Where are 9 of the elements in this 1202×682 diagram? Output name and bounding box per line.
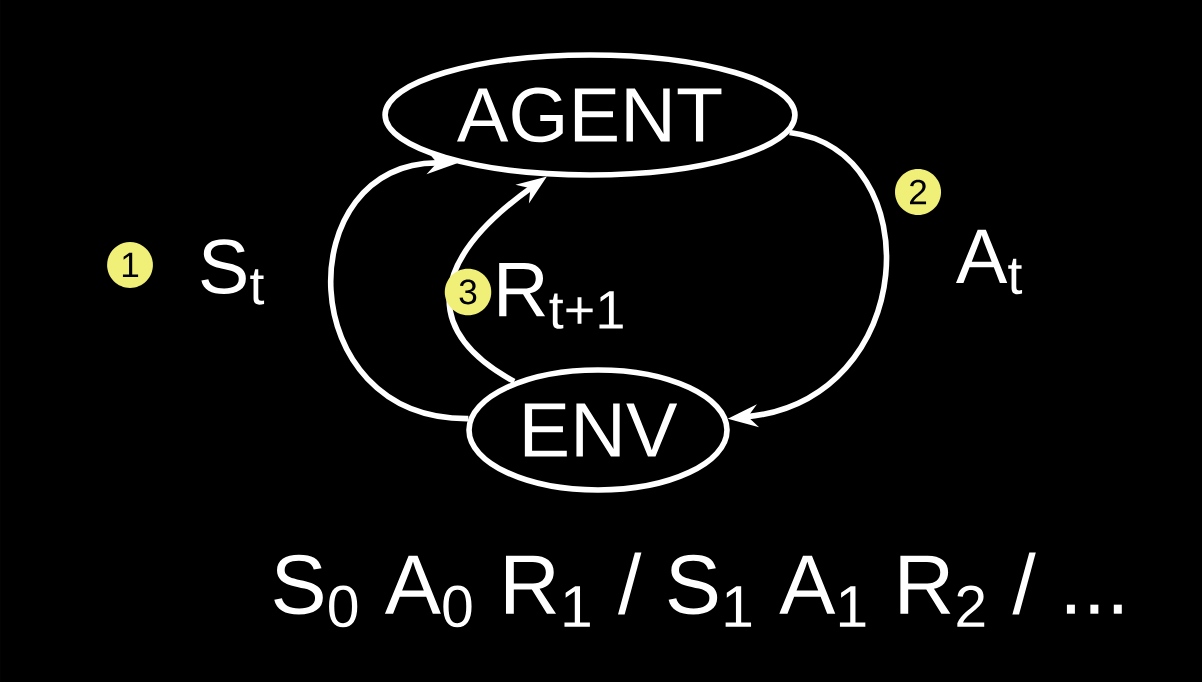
ellipse-node: AGENT (382, 52, 798, 178)
edge-label: R$_{t+1}$ (489, 259, 631, 333)
circled-number: 2 (895, 168, 942, 215)
circled-number: 3 (444, 268, 492, 316)
edge-label: S$_{t}$ (194, 235, 270, 309)
ellipse-node: ENV (466, 367, 730, 493)
sequence-text: S$_{0}$ A$_{0}$ R$_{1}$ / S$_{1}$ A$_{1}$ R$_{2}$ / ... (274, 552, 1122, 628)
edge-label: A$_{t}$ (952, 226, 1028, 298)
circled-number: 1 (107, 242, 153, 288)
